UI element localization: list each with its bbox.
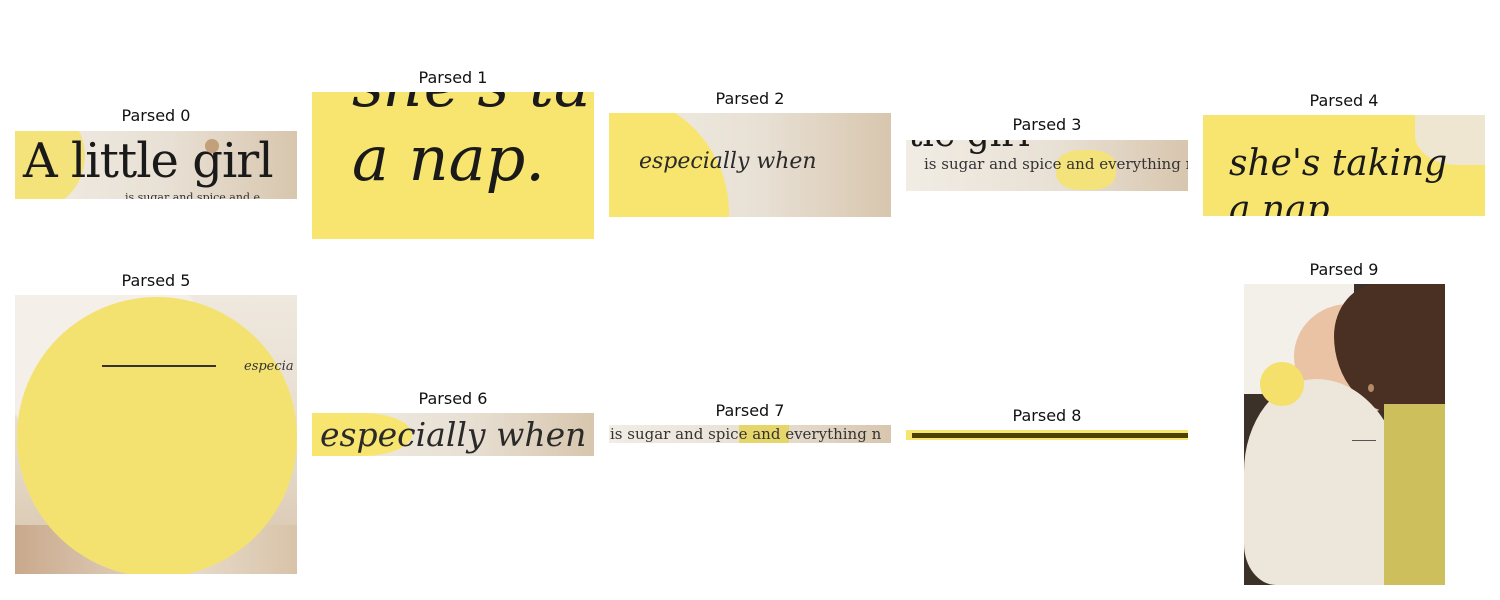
panel-4-image: she's taking a nap (1203, 115, 1485, 216)
panel-4-title: Parsed 4 (1309, 91, 1379, 110)
panel-7-image: is sugar and spice and everything n (609, 425, 891, 443)
panel-0-headline: A little girl (23, 133, 274, 189)
large-yellow-circle (17, 297, 297, 574)
dot-shape (205, 139, 219, 153)
small-yellow-circle (1260, 362, 1304, 406)
panel-2-text: especially when (639, 149, 817, 174)
panel-6-title: Parsed 6 (418, 389, 488, 408)
panel-8-image (906, 430, 1188, 440)
teddy-bear-area (1244, 379, 1404, 585)
yellow-corner-shape (15, 131, 85, 199)
panel-9-title: Parsed 9 (1309, 260, 1379, 279)
panel-5-title: Parsed 5 (121, 271, 191, 290)
panel-4-text: she's taking (1229, 143, 1448, 184)
panel-2-image: especially when (609, 113, 891, 217)
panel-7-title: Parsed 7 (715, 401, 785, 420)
panel-1-title: Parsed 1 (418, 68, 488, 87)
panel-3-text: is sugar and spice and everything n (924, 155, 1188, 173)
panel-8-title: Parsed 8 (1012, 406, 1082, 425)
underline-bar (102, 365, 216, 367)
panel-1-text: a nap. (352, 122, 545, 195)
yellow-spot-shape (1056, 150, 1116, 190)
bear-eye-dot (1368, 384, 1374, 392)
yellow-left-area (312, 413, 412, 456)
panel-9-image (1244, 284, 1445, 585)
panel-4-bottom-text: a nap (1229, 189, 1330, 216)
dress-area (1384, 404, 1445, 585)
panel-6-image: especially when (312, 413, 594, 456)
panel-5-image: especia (15, 295, 297, 574)
panel-0-image: A little girl is sugar and spice and e (15, 131, 297, 199)
panel-5-text: especia (244, 359, 294, 374)
panel-2-title: Parsed 2 (715, 89, 785, 108)
panel-3-image: tle girl is sugar and spice and everythi… (906, 140, 1188, 191)
underline-bar (912, 433, 1188, 438)
panel-0-title: Parsed 0 (121, 106, 191, 125)
panel-1-top-text: she's ta (352, 92, 591, 121)
panel-0-subtext: is sugar and spice and e (125, 191, 260, 199)
panel-6-text: especially when (320, 415, 587, 454)
panel-3-title: Parsed 3 (1012, 115, 1082, 134)
panel-1-image: she's ta a nap. (312, 92, 594, 239)
panel-7-text: is sugar and spice and everything n (610, 425, 882, 443)
yellow-spot-shape (739, 425, 789, 443)
small-line (1352, 440, 1376, 441)
panel-3-top-text: tle girl (908, 140, 1030, 155)
